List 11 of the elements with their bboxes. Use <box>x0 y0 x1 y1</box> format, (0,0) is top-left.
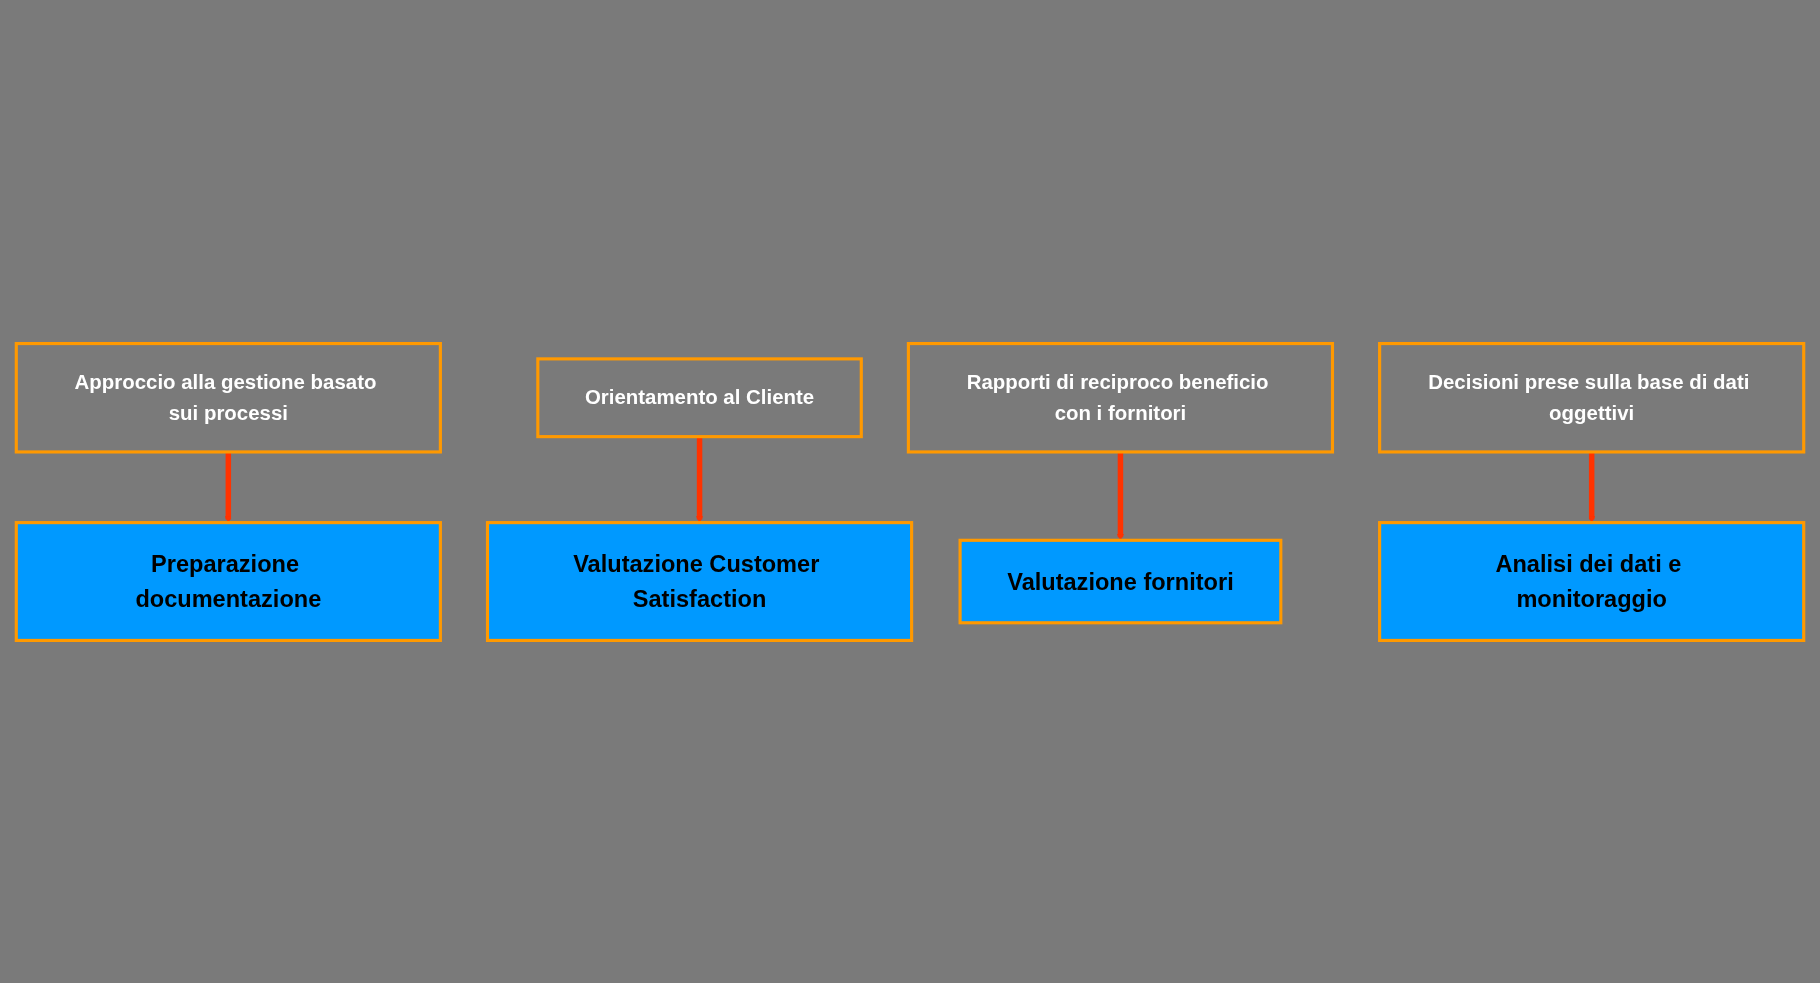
node-box: Valutazione fornitori <box>958 538 1283 624</box>
node-box: Orientamento al Cliente <box>536 356 863 438</box>
node-box: Decisioni prese sulla base di dati oggettivi <box>1378 341 1806 453</box>
node-box: Rapporti di reciproco beneficio con i fornitori <box>906 341 1335 453</box>
arrow <box>696 436 703 523</box>
node-box: Approccio alla gestione basato sui processi <box>14 341 442 453</box>
node-box: Analisi dei dati e monitoraggio <box>1378 520 1806 642</box>
node-box: Valutazione Customer Satisfaction <box>485 520 914 642</box>
arrow <box>224 451 232 523</box>
arrow <box>1588 451 1596 523</box>
node-box: Preparazione documentazione <box>14 520 442 642</box>
